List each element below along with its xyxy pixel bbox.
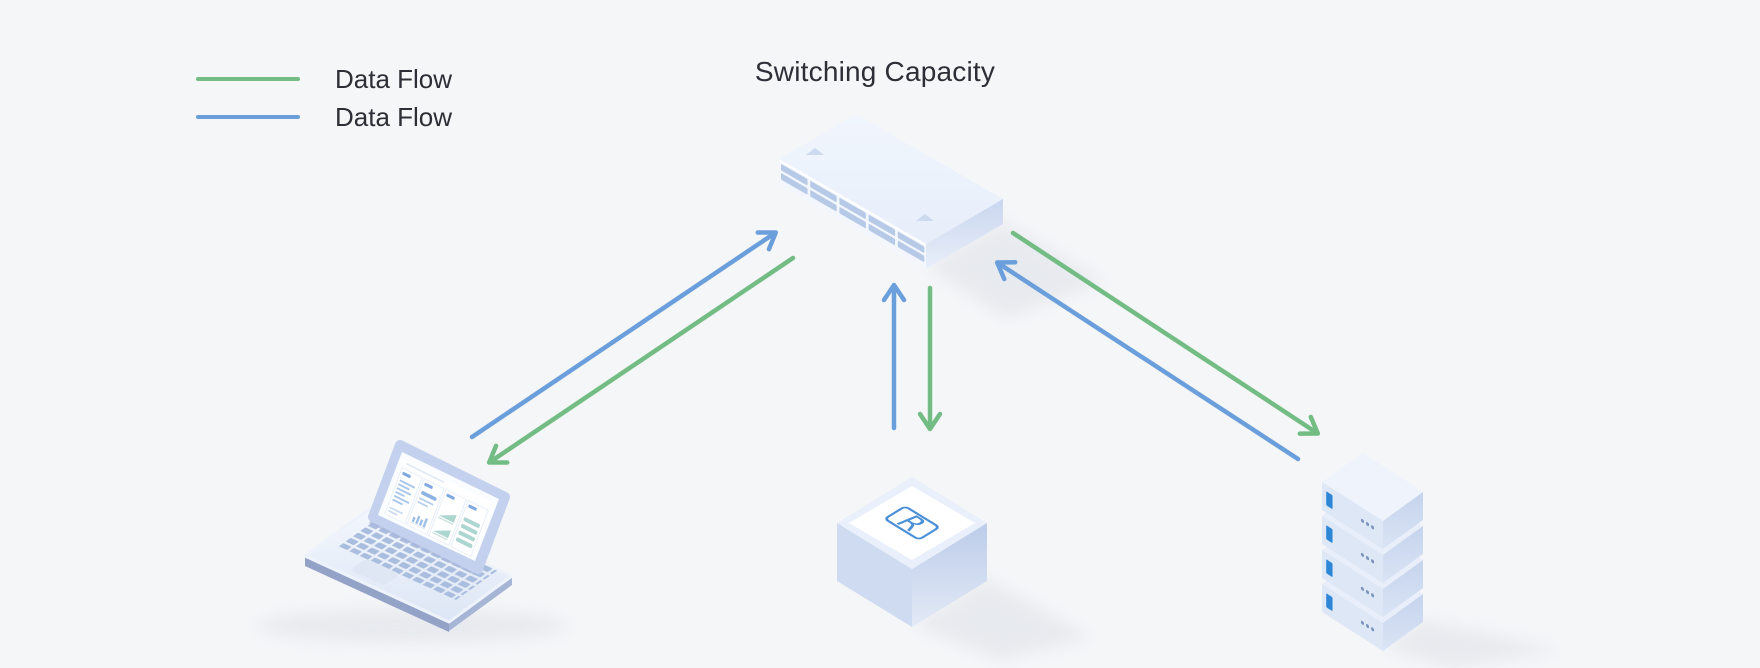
arrow-laptop-to-switch-blue (469, 230, 779, 440)
laptop-device (303, 440, 514, 632)
legend-label: Data Flow (335, 63, 453, 94)
arrow-switch-to-server-green (1010, 230, 1321, 436)
legend-label: Data Flow (335, 101, 453, 132)
arrow-switch-to-laptop-green (486, 255, 796, 465)
laptop-trackpad (352, 559, 398, 585)
laptop-dashboard (382, 459, 496, 561)
blue-line-swatch (196, 115, 300, 119)
router-badge (885, 506, 939, 540)
switch-device (779, 114, 1003, 269)
legend: Data Flow Data Flow (196, 60, 452, 136)
arrow-server-to-switch-blue (994, 260, 1301, 462)
switch-logo-mark-icon (806, 148, 934, 221)
laptop-keyboard (338, 516, 498, 600)
server-device (1322, 453, 1423, 651)
green-line-swatch (196, 77, 300, 81)
legend-item-blue: Data Flow (196, 98, 452, 136)
server-unit (1322, 453, 1423, 549)
switch-vents (779, 159, 926, 262)
router-device: R (837, 477, 987, 627)
server-shadow (1383, 620, 1562, 668)
page-title: Switching Capacity (754, 56, 996, 87)
legend-item-green: Data Flow (196, 60, 452, 98)
laptop-shadow (257, 609, 567, 643)
